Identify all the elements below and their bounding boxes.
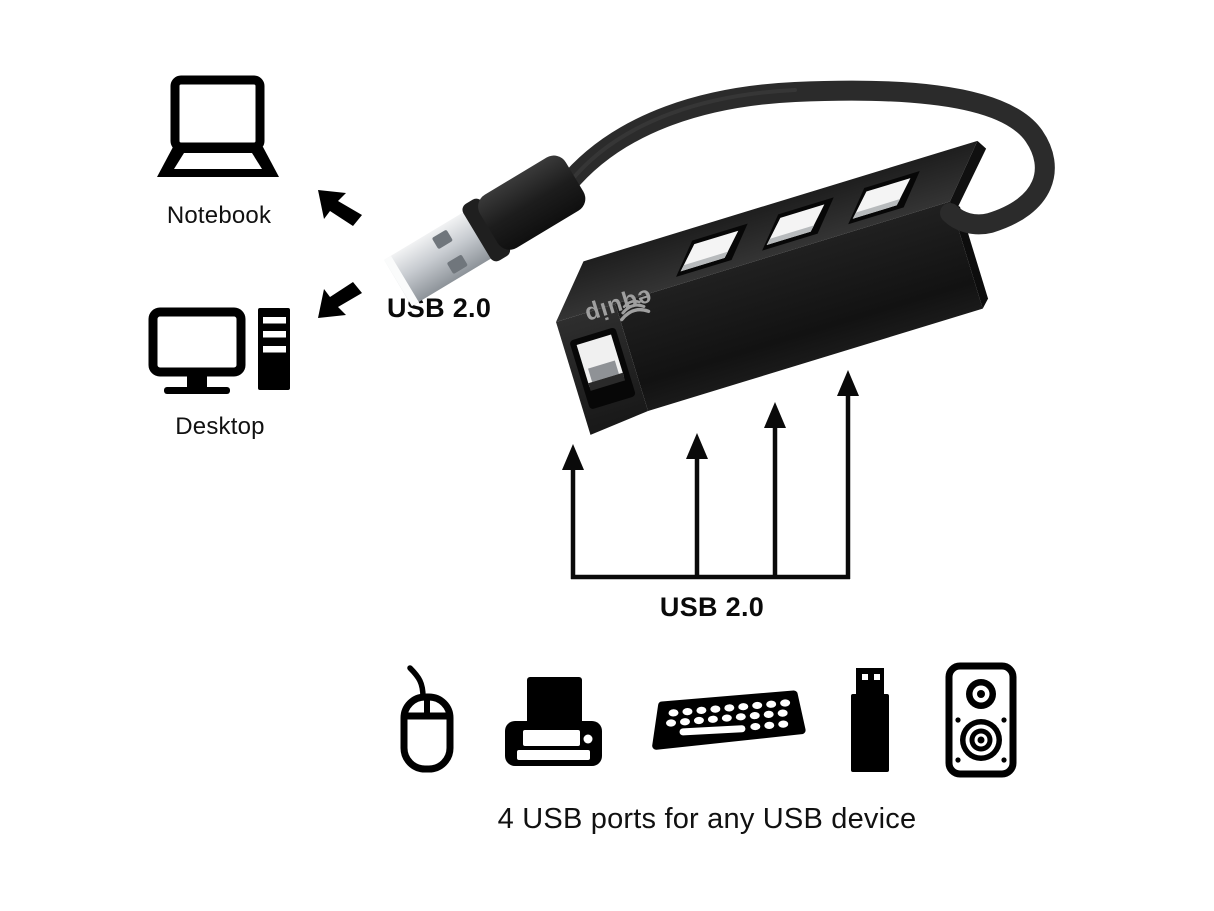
laptop-icon: [157, 75, 279, 177]
plug-strain-relief: [478, 155, 586, 250]
hub-body: [556, 140, 989, 435]
speaker-icon: [945, 662, 1017, 778]
notebook-label: Notebook: [166, 202, 272, 229]
plug-contact-window: [432, 230, 453, 249]
keyboard-icon: [652, 690, 806, 750]
port-arrows: [562, 370, 859, 580]
upstream-usb-label: USB 2.0: [387, 293, 492, 323]
devices-caption: 4 USB ports for any USB device: [497, 803, 917, 835]
arrow-head: [764, 402, 786, 428]
arrow-to-notebook-icon: [318, 190, 362, 318]
arrow-to-desktop-icon: [318, 282, 362, 318]
arrow-head: [837, 370, 859, 396]
usb-port: [762, 197, 834, 251]
desktop-computer-icon: [148, 307, 290, 394]
usb-flash-drive-icon: [851, 668, 889, 772]
downstream-usb-label: USB 2.0: [659, 592, 765, 622]
usb-port: [848, 171, 920, 225]
equip-logo-swoosh-icon: [620, 299, 651, 322]
arrow-head: [686, 433, 708, 459]
printer-icon: [505, 677, 602, 766]
cable-highlight: [568, 88, 797, 184]
plug-contact-window: [447, 255, 468, 274]
hub-front-usb-port: [570, 327, 636, 409]
usb-port: [676, 223, 748, 277]
mouse-icon: [400, 665, 454, 773]
desktop-label: Desktop: [175, 413, 265, 440]
usb-a-plug: [384, 155, 586, 307]
hub-top-usb-ports: [676, 171, 920, 277]
arrow-head: [562, 444, 584, 470]
